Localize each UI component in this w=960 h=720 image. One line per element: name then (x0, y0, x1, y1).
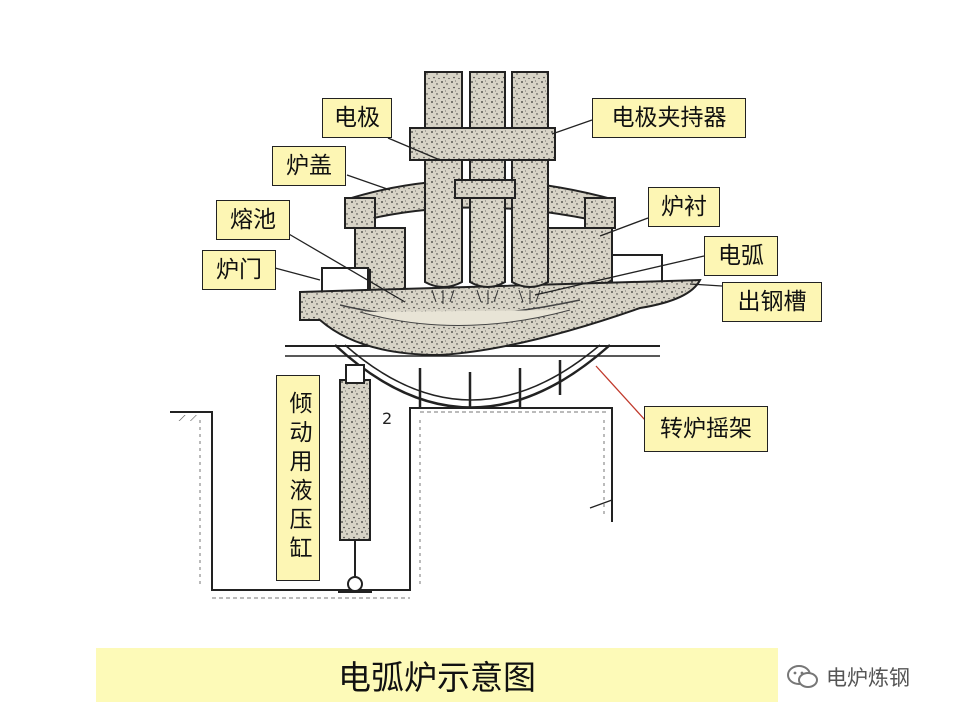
electric-arcs (431, 289, 541, 304)
watermark: 电炉炼钢 (786, 662, 910, 692)
label-molten-pool: 熔池 (216, 200, 290, 240)
label-electric-arc: 电弧 (704, 236, 778, 276)
label-electrode-holder: 电极夹持器 (592, 98, 746, 138)
label-furnace-lining: 炉衬 (648, 187, 720, 227)
hearth (299, 278, 702, 357)
watermark-text: 电炉炼钢 (826, 666, 910, 690)
label-hydraulic-cylinder: 倾动用液压缸 (276, 375, 320, 581)
electrode-holder (409, 127, 556, 199)
label-rocker-cradle: 转炉摇架 (644, 406, 768, 452)
label-tapping-spout: 出钢槽 (722, 282, 822, 322)
wechat-icon (787, 665, 818, 688)
hydraulic-cylinder-shape (338, 364, 372, 593)
label-furnace-door: 炉门 (202, 250, 276, 290)
foundation-pit (170, 407, 613, 599)
label-furnace-roof: 炉盖 (272, 146, 346, 186)
rocker-leader-line (595, 365, 646, 421)
electrodes (424, 71, 549, 288)
label-electrode: 电极 (322, 98, 392, 138)
diagram-title: 电弧炉示意图 (96, 648, 778, 702)
marker-2: 2 (382, 409, 392, 428)
leader-lines (274, 119, 723, 509)
